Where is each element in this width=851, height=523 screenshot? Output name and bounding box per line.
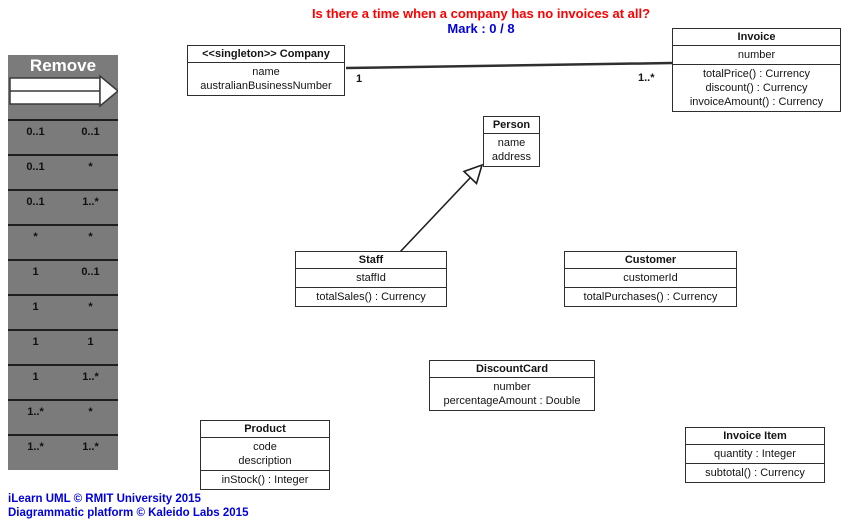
attribute: staffId [356,272,386,284]
multiplicity-chip-left[interactable]: 0..1 [26,126,45,138]
class-discountcard-attributes: number percentageAmount : Double [430,378,594,410]
multiplicity-chip-left[interactable]: 1 [32,266,39,278]
multiplicity-chip-right[interactable]: 0..1 [81,266,100,278]
class-product-attributes: code description [201,438,329,470]
multiplicity-chip-left[interactable]: 0..1 [26,161,45,173]
multiplicity-chip-left[interactable]: 1 [32,371,39,383]
operation: subtotal() : Currency [705,467,805,479]
class-customer-attributes: customerId [565,269,736,287]
attribute: address [491,151,532,163]
class-invoice-item-attributes: quantity : Integer [686,445,824,463]
operation: totalPurchases() : Currency [583,291,718,303]
class-product-operations: inStock() : Integer [201,470,329,489]
multiplicity-pair-row[interactable]: 1..* 1..* [8,434,118,469]
multiplicity-chip-left[interactable]: 1 [32,301,39,313]
class-staff-operations: totalSales() : Currency [296,287,446,306]
attribute: australianBusinessNumber [200,80,332,92]
class-customer-title: Customer [565,252,736,269]
class-staff-attributes: staffId [296,269,446,287]
class-customer[interactable]: Customer customerId totalPurchases() : C… [564,251,737,307]
multiplicity-pair-row[interactable]: 0..1 1..* [8,189,118,224]
operation: discount() : Currency [705,82,808,94]
multiplicity-label-company-end[interactable]: 1 [356,73,363,85]
class-company-title: <<singleton>> Company [188,46,344,63]
association-line-company-invoice[interactable] [345,61,673,70]
class-invoice-attributes: number [673,46,840,64]
multiplicity-pair-row[interactable]: 0..1 * [8,154,118,189]
multiplicity-chip-right[interactable]: 1..* [82,441,99,453]
operation: totalPrice() : Currency [703,68,810,80]
multiplicity-chip-right[interactable]: 1..* [82,196,99,208]
multiplicity-chip-right[interactable]: * [88,301,93,313]
class-person-title: Person [484,117,539,134]
remove-palette-sidebar: Remove 0..1 0..1 0..1 * 0..1 1..* * * [8,55,118,470]
multiplicity-pair-row[interactable]: 0..1 0..1 [8,119,118,154]
multiplicity-pair-row[interactable]: 1 * [8,294,118,329]
multiplicity-chip-right[interactable]: 1..* [82,371,99,383]
class-invoice-operations: totalPrice() : Currency discount() : Cur… [673,64,840,111]
multiplicity-chip-right[interactable]: * [88,406,93,418]
class-discountcard[interactable]: DiscountCard number percentageAmount : D… [429,360,595,411]
attribute: percentageAmount : Double [443,395,581,407]
class-staff-title: Staff [296,252,446,269]
attribute: customerId [623,272,678,284]
operation: invoiceAmount() : Currency [689,96,824,108]
attribute: name [252,66,280,78]
multiplicity-pair-row[interactable]: 1..* * [8,399,118,434]
remove-palette-title: Remove [29,56,97,75]
credit-kaleido: Diagrammatic platform © Kaleido Labs 201… [8,507,249,519]
question-block: Is there a time when a company has no in… [120,6,842,36]
generalization-line-staff-person[interactable] [399,177,471,253]
class-company-attributes: name australianBusinessNumber [188,63,344,95]
attribute: code [253,441,277,453]
multiplicity-pair-row[interactable]: 1 0..1 [8,259,118,294]
class-product[interactable]: Product code description inStock() : Int… [200,420,330,490]
multiplicity-chip-left[interactable]: * [33,231,38,243]
class-invoice-item-title: Invoice Item [686,428,824,445]
attribute: name [497,137,526,149]
class-discountcard-title: DiscountCard [430,361,594,378]
remove-drop-target-arrow-icon[interactable] [8,74,118,112]
class-invoice-item[interactable]: Invoice Item quantity : Integer subtotal… [685,427,825,483]
multiplicity-chip-right[interactable]: 0..1 [81,126,100,138]
multiplicity-chip-left[interactable]: 1..* [27,406,44,418]
class-invoice-title: Invoice [673,29,840,46]
multiplicity-chip-left[interactable]: 0..1 [26,196,45,208]
class-company[interactable]: <<singleton>> Company name australianBus… [187,45,345,96]
class-customer-operations: totalPurchases() : Currency [565,287,736,306]
multiplicity-pair-row[interactable]: 1 1 [8,329,118,364]
operation: inStock() : Integer [221,474,309,486]
class-person[interactable]: Person name address [483,116,540,167]
class-product-title: Product [201,421,329,438]
multiplicity-chip-right[interactable]: * [88,231,93,243]
attribute: description [238,455,292,467]
multiplicity-chip-left[interactable]: 1..* [27,441,44,453]
credit-ilearn: iLearn UML © RMIT University 2015 [8,493,201,505]
mark-score: Mark : 0 / 8 [447,21,515,36]
question-text: Is there a time when a company has no in… [311,6,651,21]
class-staff[interactable]: Staff staffId totalSales() : Currency [295,251,447,307]
footer-credits: iLearn UML © RMIT University 2015 Diagra… [8,492,248,520]
multiplicity-pair-row[interactable]: 1 1..* [8,364,118,399]
attribute: quantity : Integer [714,448,796,460]
multiplicity-pair-list: 0..1 0..1 0..1 * 0..1 1..* * * 1 0..1 1 … [8,119,118,469]
multiplicity-label-invoice-end[interactable]: 1..* [638,72,655,84]
attribute: number [737,49,776,61]
multiplicity-chip-right[interactable]: * [88,161,93,173]
multiplicity-chip-left[interactable]: 1 [32,336,39,348]
class-person-attributes: name address [484,134,539,166]
class-invoice-item-operations: subtotal() : Currency [686,463,824,482]
multiplicity-pair-row[interactable]: * * [8,224,118,259]
operation: totalSales() : Currency [316,291,426,303]
generalization-arrowhead-icon [462,163,484,185]
attribute: number [493,381,531,393]
multiplicity-chip-right[interactable]: 1 [87,336,94,348]
class-invoice[interactable]: Invoice number totalPrice() : Currency d… [672,28,841,112]
